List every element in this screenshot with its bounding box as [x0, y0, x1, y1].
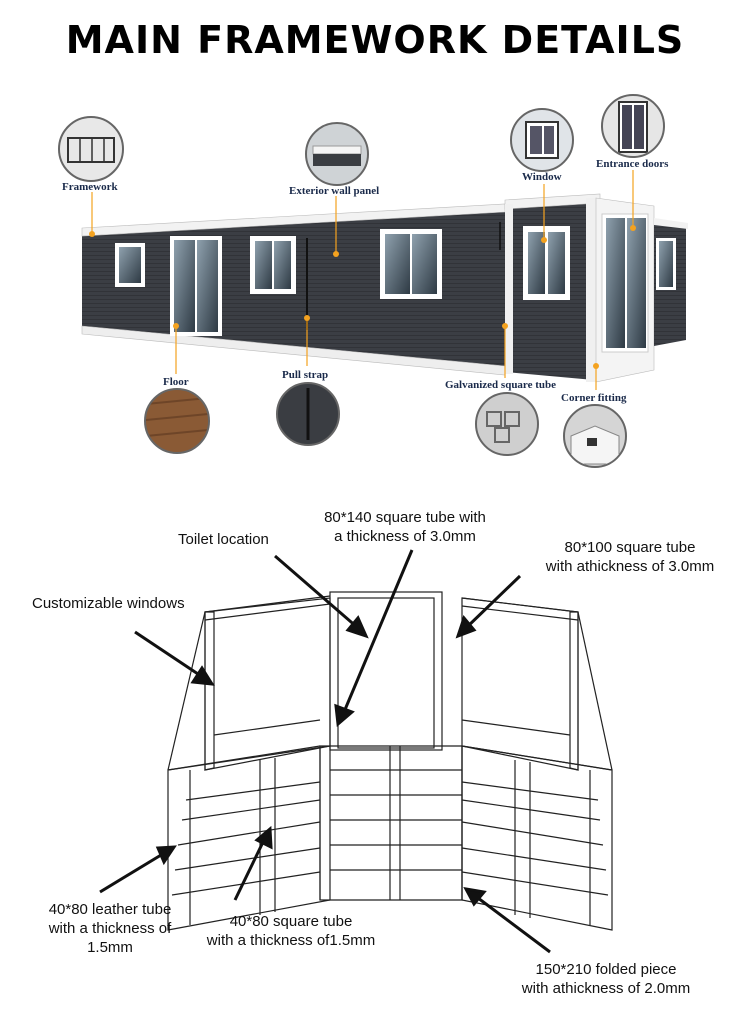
tube-80x100-line1: 80*100 square tube: [564, 539, 696, 556]
window-icon: [525, 121, 559, 159]
folded-piece-label: 150*210 folded piece with athickness of …: [498, 960, 714, 998]
floor-thumbnail: [144, 388, 210, 454]
galvanized-square-tube-thumbnail: [475, 392, 539, 456]
galvanized-square-tube-label: Galvanized square tube: [445, 379, 557, 391]
tube-80x140-line1: 80*140 square tube with: [324, 509, 486, 526]
corner-fitting-icon: [570, 425, 620, 465]
framework-icon: [67, 137, 115, 163]
pull-strap-thumbnail: [276, 382, 340, 446]
strap-icon: [306, 388, 310, 440]
folded-piece-line2: with athickness of 2.0mm: [521, 980, 691, 997]
tube-80x140-line2: a thickness of 3.0mm: [334, 528, 476, 545]
house-middle-module: [504, 193, 601, 382]
house-right-module: [654, 218, 688, 346]
tube-80x100-label: 80*100 square tube with athickness of 3.…: [520, 538, 740, 576]
photo-markers: [89, 225, 636, 369]
leather-tube-line1: 40*80 leather tube: [48, 901, 172, 918]
framework-thumbnail: [58, 116, 124, 182]
folded-piece-line1: 150*210 folded piece: [535, 961, 677, 978]
entrance-doors-label: Entrance doors: [596, 158, 669, 170]
page-title: MAIN FRAMEWORK DETAILS: [65, 18, 685, 62]
wood-floor-icon: [146, 397, 208, 437]
window-thumbnail: [510, 108, 574, 172]
leather-tube-label: 40*80 leather tube with a thickness of 1…: [20, 900, 200, 957]
exterior-wall-panel-label: Exterior wall panel: [289, 185, 380, 197]
square-tube-line1: 40*80 square tube: [229, 913, 353, 930]
floor-label: Floor: [163, 376, 189, 388]
entrance-doors-thumbnail: [601, 94, 665, 158]
leather-tube-line2: with a thickness of: [48, 920, 172, 937]
leather-tube-line3: 1.5mm: [87, 939, 133, 956]
corner-fitting-thumbnail: [563, 404, 627, 468]
exterior-wall-panel-thumbnail: [305, 122, 369, 186]
frame-lines: [167, 591, 613, 931]
house-door-module: [595, 197, 655, 383]
square-tube-line2: with a thickness of1.5mm: [206, 932, 376, 949]
tube-80x100-line2: with athickness of 3.0mm: [545, 558, 715, 575]
house-left-module: [81, 203, 506, 376]
door-icon: [618, 101, 648, 153]
corner-fitting-label: Corner fitting: [561, 392, 627, 404]
tube-80x140-label: 80*140 square tube with a thickness of 3…: [300, 508, 510, 546]
window-label: Window: [522, 171, 562, 183]
wall-panel-icon: [312, 145, 362, 166]
photo-leader-lines: [91, 170, 634, 390]
toilet-location-label: Toilet location: [178, 531, 269, 548]
tube-icon: [486, 411, 520, 443]
house-illustration: [81, 170, 688, 390]
framework-label: Framework: [62, 181, 118, 193]
square-tube-label: 40*80 square tube with a thickness of1.5…: [188, 912, 394, 950]
pull-strap-label: Pull strap: [282, 369, 329, 381]
customizable-windows-label: Customizable windows: [32, 595, 185, 612]
